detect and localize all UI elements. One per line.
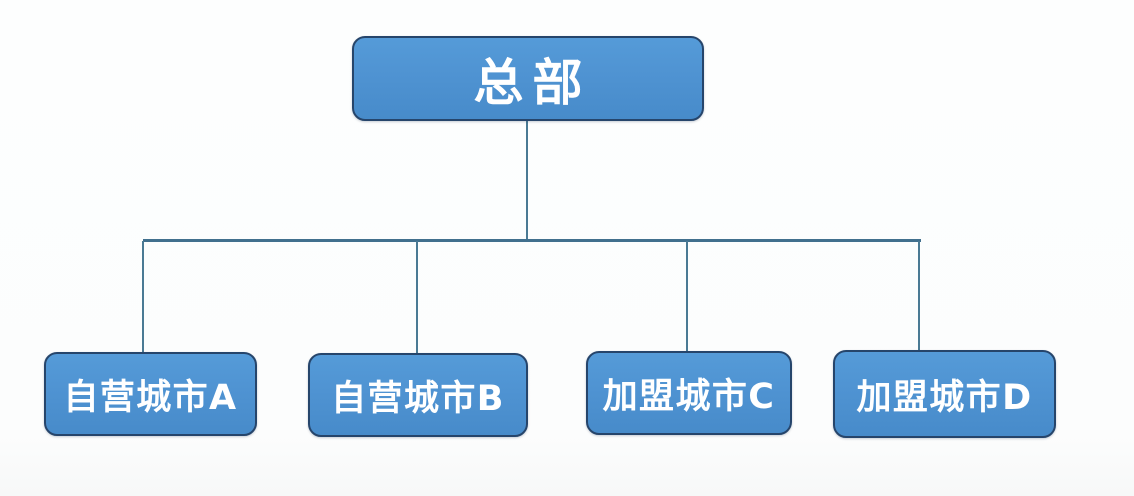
org-node-city-a-label: 自营城市A bbox=[63, 377, 238, 418]
connector-drop-city-c bbox=[686, 241, 688, 351]
org-node-city-c-label: 加盟城市C bbox=[602, 376, 776, 417]
org-node-city-d: 加盟城市D bbox=[833, 350, 1056, 438]
org-node-city-d-label: 加盟城市D bbox=[856, 377, 1033, 418]
org-node-city-a: 自营城市A bbox=[44, 352, 257, 436]
connector-drop-city-d bbox=[918, 241, 920, 350]
org-node-city-b-label: 自营城市B bbox=[331, 378, 505, 419]
connector-drop-city-b bbox=[416, 241, 418, 353]
org-node-city-c: 加盟城市C bbox=[586, 351, 792, 435]
org-node-headquarters-label: 总部 bbox=[473, 53, 592, 112]
org-node-headquarters: 总部 bbox=[352, 36, 704, 121]
org-node-city-b: 自营城市B bbox=[308, 353, 528, 437]
connector-drop-city-a bbox=[142, 241, 144, 352]
connector-bus bbox=[143, 239, 921, 242]
connector-root-stem bbox=[526, 121, 528, 241]
